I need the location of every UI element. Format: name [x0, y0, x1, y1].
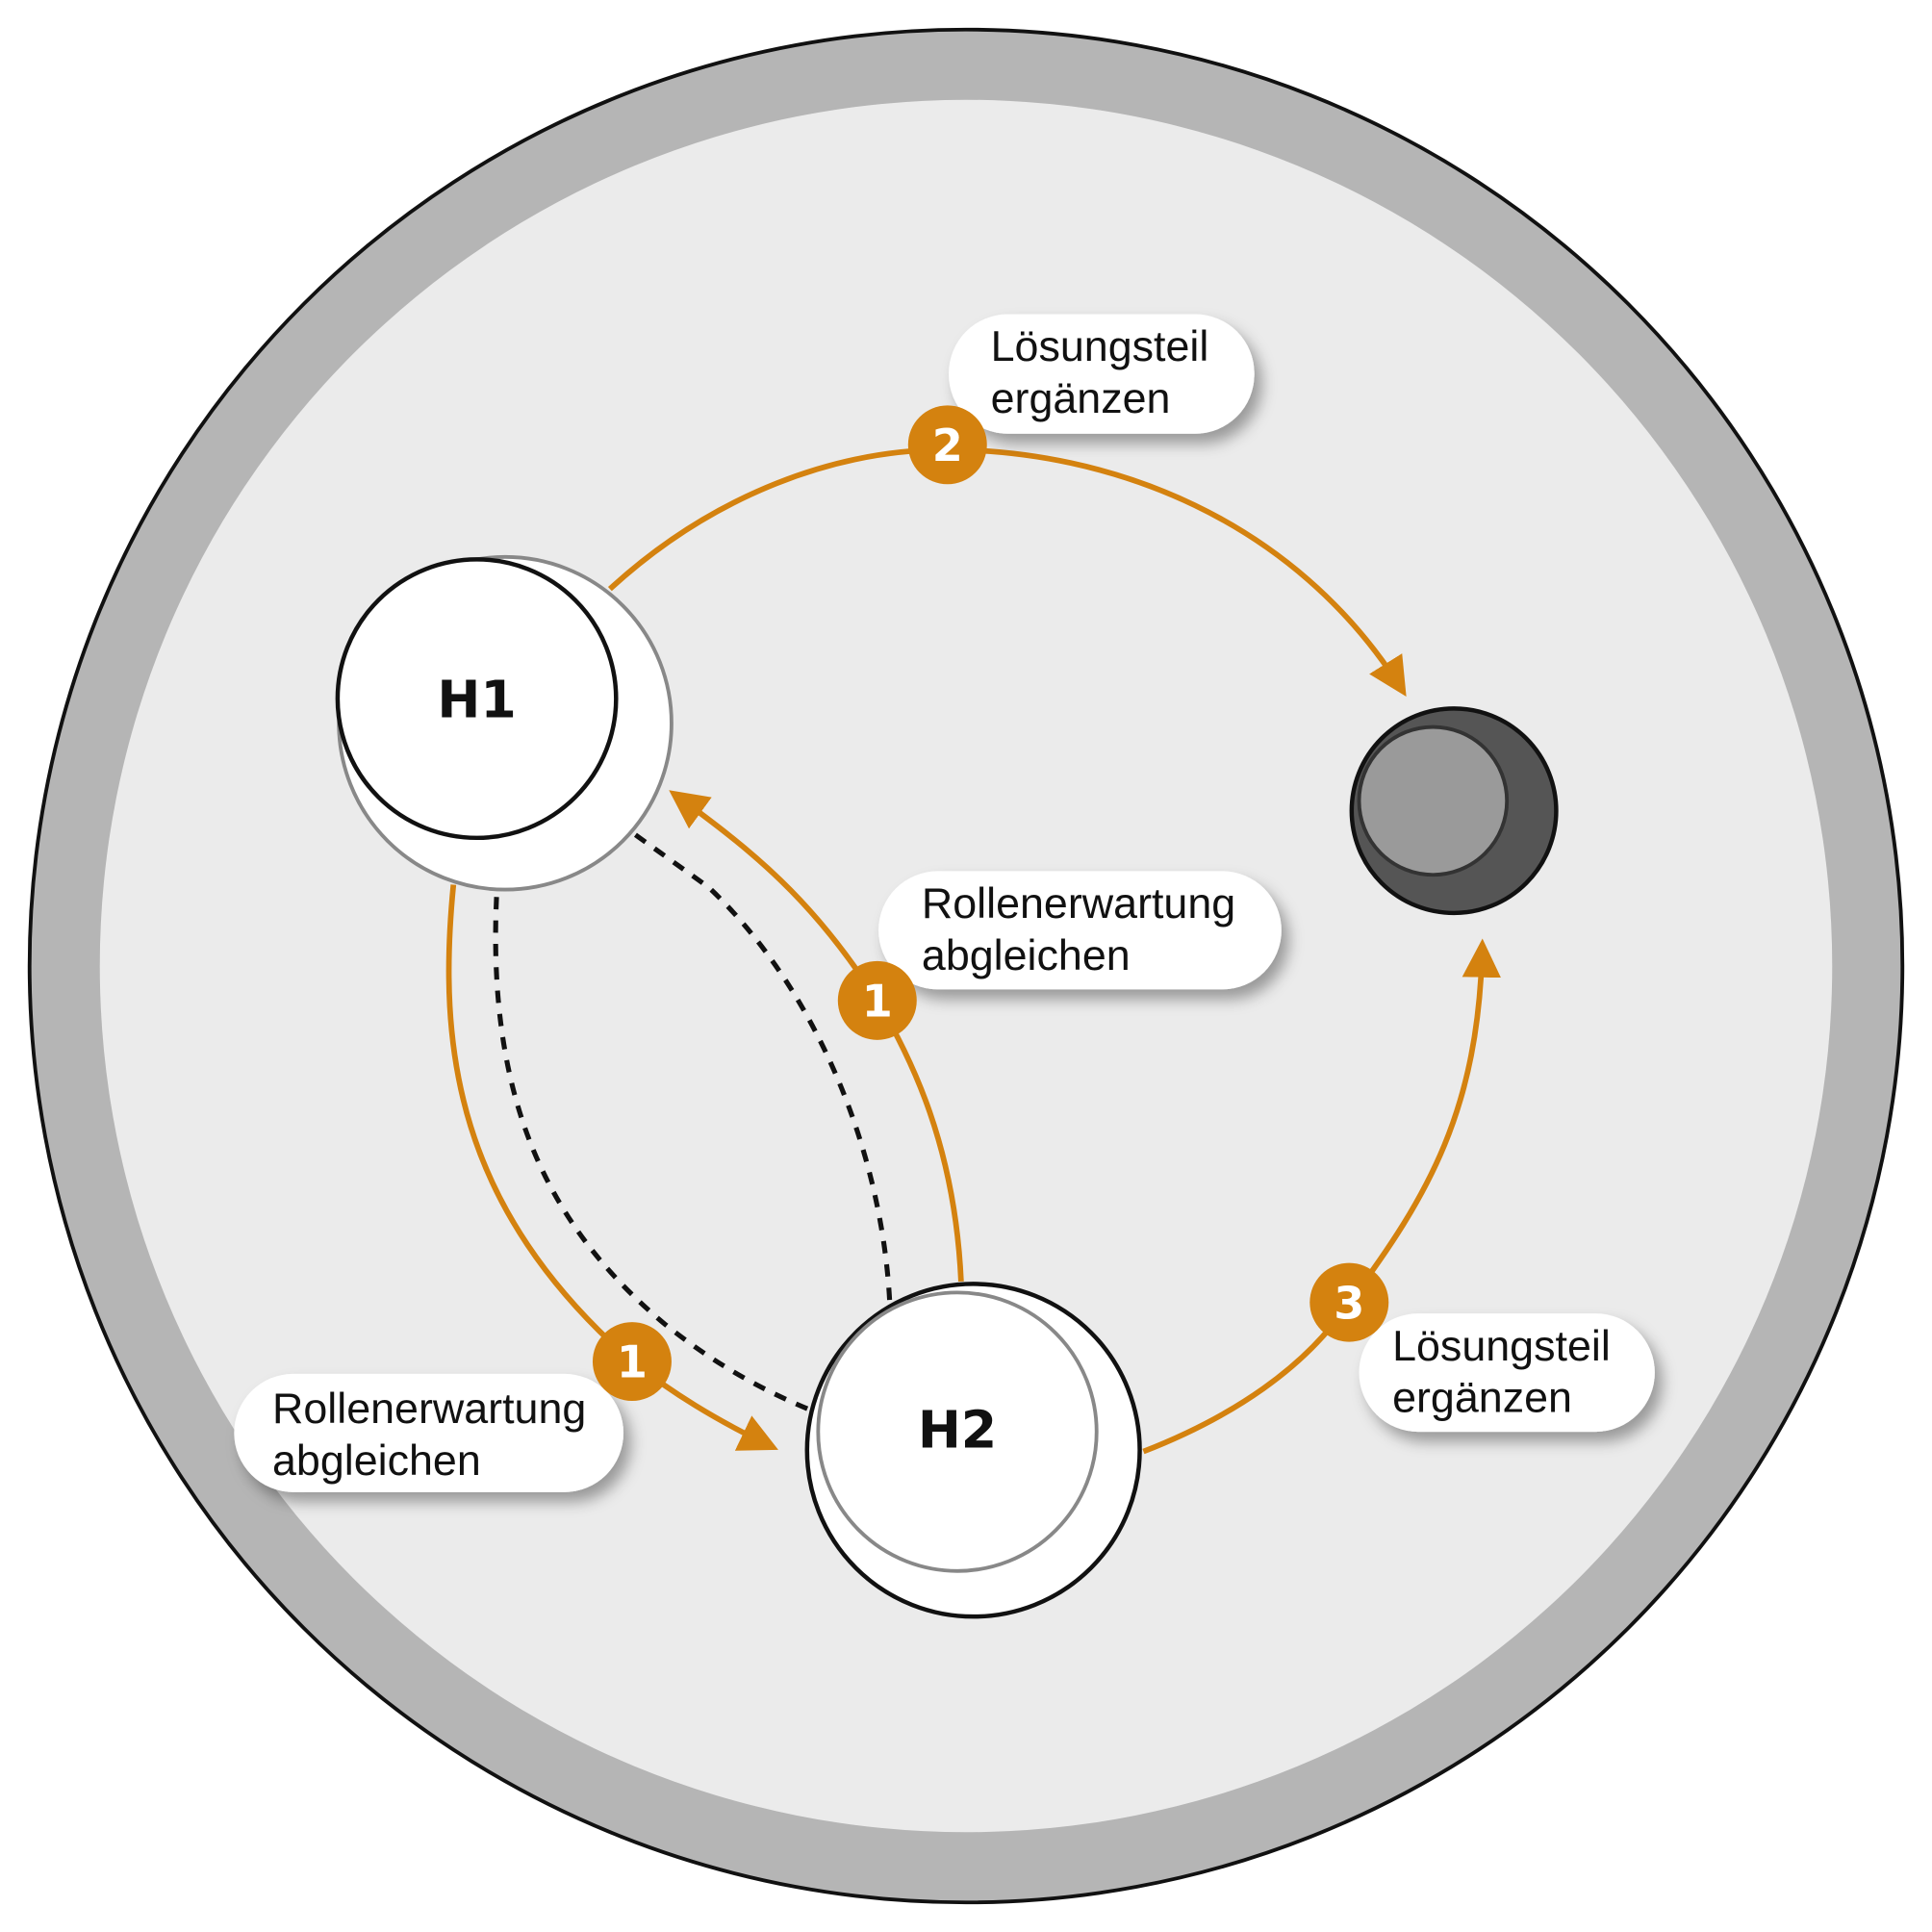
svg-text:1: 1 — [862, 976, 893, 1028]
node-h1[interactable]: H1 — [335, 554, 674, 892]
target-node[interactable] — [1349, 706, 1559, 916]
badge-3: 3 — [1309, 1262, 1389, 1342]
svg-text:1: 1 — [617, 1336, 648, 1388]
svg-text:Lösungsteil: Lösungsteil — [1392, 1322, 1611, 1370]
svg-text:ergänzen: ergänzen — [1392, 1374, 1572, 1422]
badge-1-left: 1 — [592, 1322, 672, 1402]
svg-text:3: 3 — [1334, 1277, 1364, 1329]
node-h1-label: H1 — [437, 669, 516, 729]
label-left: Rollenerwartung abgleichen — [234, 1373, 623, 1492]
svg-text:Lösungsteil: Lösungsteil — [991, 322, 1209, 370]
badge-1-mid: 1 — [837, 960, 917, 1040]
node-h2[interactable]: H2 — [804, 1282, 1142, 1619]
svg-text:ergänzen: ergänzen — [991, 374, 1171, 422]
dashed-arrow-h1-to-h2 — [493, 897, 871, 1438]
label-right: Lösungsteil ergänzen — [1359, 1313, 1655, 1433]
svg-text:abgleichen: abgleichen — [272, 1436, 481, 1485]
arrow-h1-to-h2 — [445, 884, 778, 1451]
label-top: Lösungsteil ergänzen — [949, 314, 1255, 434]
svg-text:2: 2 — [932, 419, 963, 471]
node-h2-label: H2 — [918, 1400, 997, 1461]
svg-text:Rollenerwartung: Rollenerwartung — [922, 879, 1235, 928]
dashed-arrow-h2-to-h1 — [585, 799, 893, 1301]
svg-text:abgleichen: abgleichen — [922, 931, 1131, 979]
badge-2: 2 — [907, 405, 987, 485]
svg-text:Rollenerwartung: Rollenerwartung — [272, 1385, 586, 1433]
label-mid: Rollenerwartung abgleichen — [878, 871, 1282, 990]
